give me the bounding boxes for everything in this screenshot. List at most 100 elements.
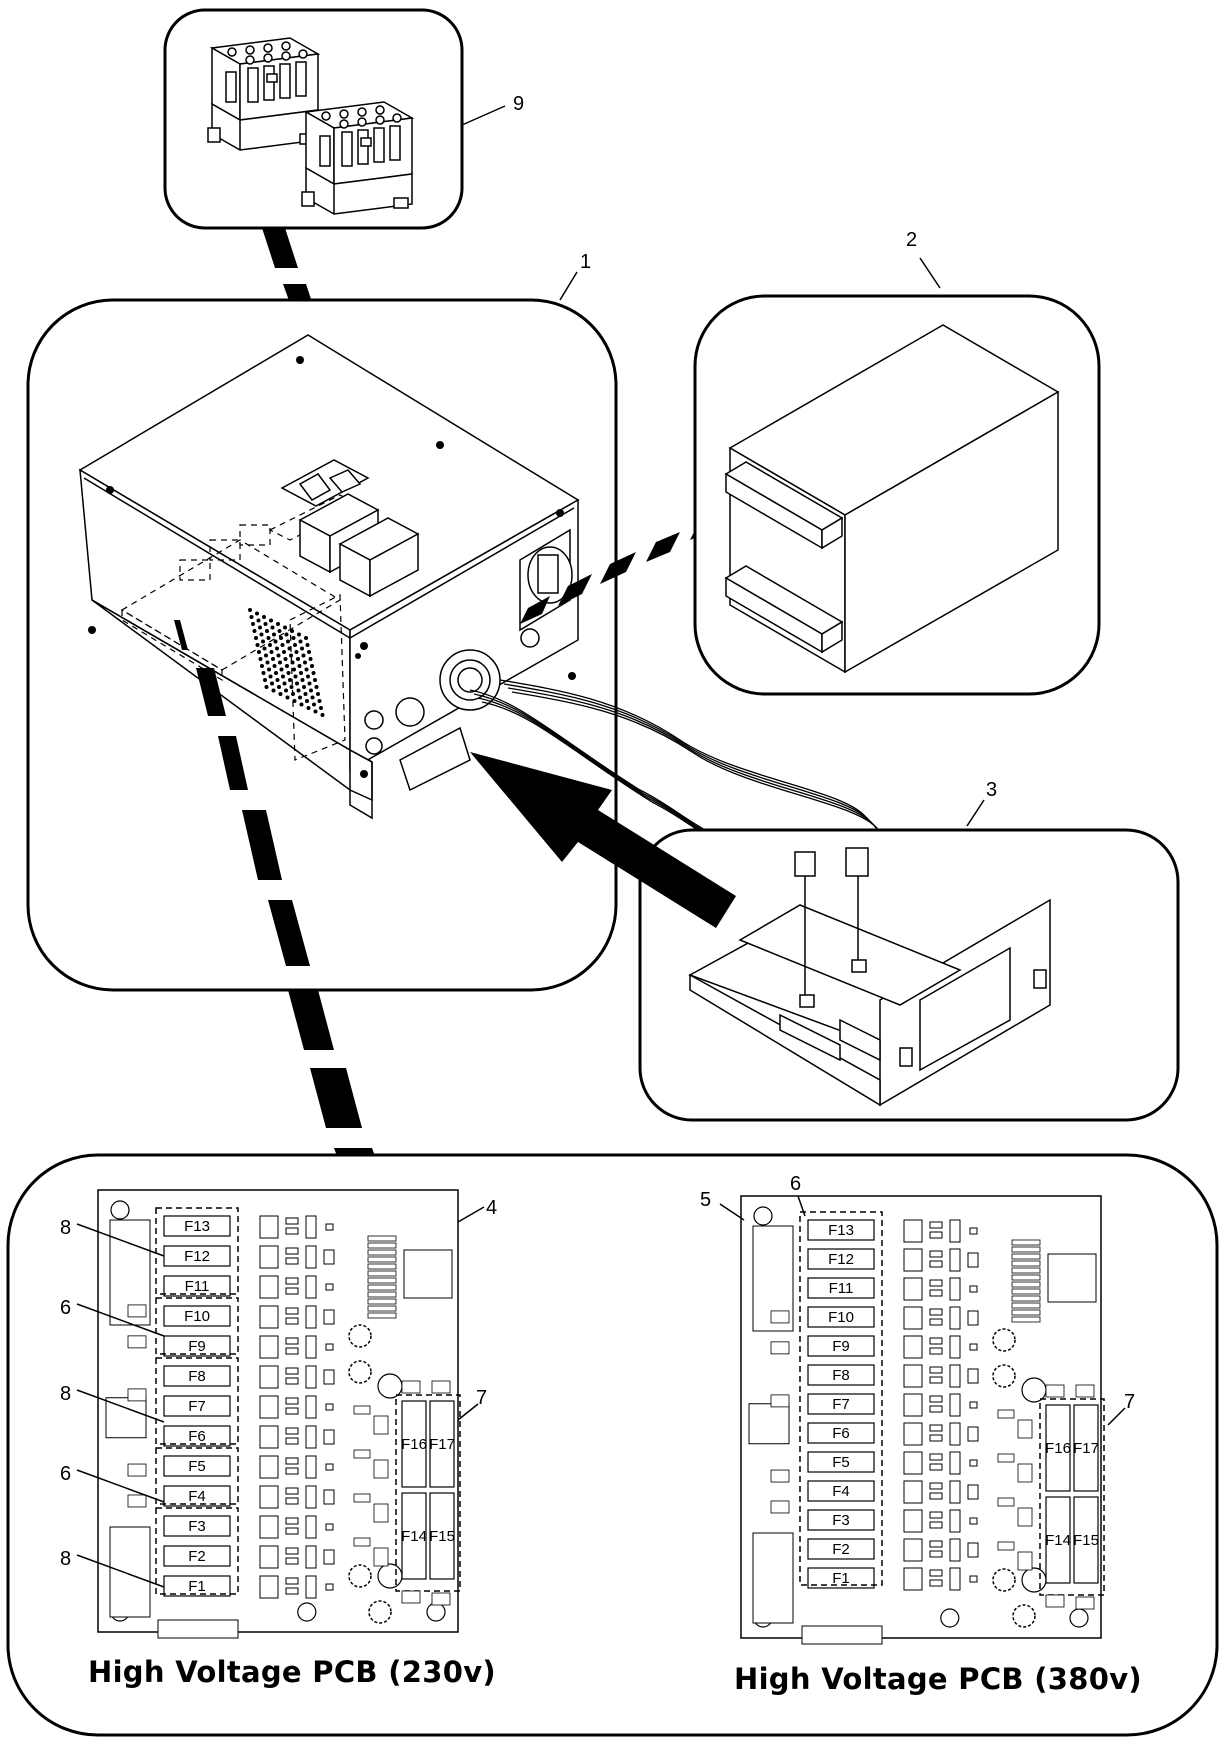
leader-7b [1107,1407,1126,1426]
fuse-label: F5 [832,1454,850,1471]
diode [305,1305,317,1329]
vent-hole [252,629,257,633]
header-pin [367,1235,397,1242]
fuse-group-outline [395,1394,461,1592]
vent-grid [248,608,325,717]
small-connector [431,1592,451,1606]
smd-part [969,1285,978,1293]
vent-hole [273,639,278,644]
vent-hole [313,709,318,714]
fuse-holder [429,1400,455,1488]
resistor [929,1289,943,1297]
fuse-label: F8 [832,1367,850,1384]
vent-hole [286,639,290,644]
resistor [929,1337,943,1345]
small-connector [127,1494,147,1508]
vent-hole [307,650,311,654]
relay [259,1395,279,1419]
relay [259,1455,279,1479]
vent-hole [302,685,306,689]
vent-hole [291,636,296,640]
fuse-holder [807,1364,875,1386]
resistor [285,1217,299,1225]
header-pin [367,1270,397,1277]
header-pin [1011,1239,1041,1246]
vent-hole [272,664,277,668]
relay [903,1538,923,1562]
resistor [285,1497,299,1505]
resistor [285,1527,299,1535]
diode [305,1275,317,1299]
fuse-label: F7 [832,1396,850,1413]
vent-hole [300,646,304,651]
diode [305,1365,317,1389]
diode [305,1335,317,1359]
small-connector [1045,1594,1065,1608]
smd-part [325,1343,334,1351]
transformer-drawing [724,324,1060,674]
fuse-holder [807,1335,875,1357]
vent-hole [298,695,302,700]
resistor [285,1277,299,1285]
header-pin [1011,1302,1041,1309]
relay [259,1485,279,1509]
bridge [997,1497,1015,1507]
fuse-label: F2 [832,1541,850,1558]
fuse-holder [163,1425,231,1447]
fuse-holder [807,1567,875,1589]
vent-hole [300,678,305,682]
diode [949,1567,961,1591]
vent-hole [255,611,259,616]
vent-hole [289,653,293,658]
fuse-group-outline [155,1207,239,1295]
regulator [373,1459,389,1479]
vent-hole [255,643,260,647]
bridge [997,1409,1015,1419]
smd-part [325,1403,334,1411]
vent-hole [287,646,292,651]
vent-hole [286,671,291,675]
small-connector [770,1341,790,1355]
fuse-label: F12 [184,1248,210,1265]
header-pin [367,1291,397,1298]
vent-hole [293,643,297,647]
fuse-label: F13 [828,1222,854,1239]
vent-hole [283,625,287,630]
regulator [1017,1507,1033,1527]
fuse-label: F2 [188,1548,206,1565]
relay [259,1245,279,1269]
fuse-holder [163,1455,231,1477]
vent-hole [257,650,261,654]
capacitor [348,1360,372,1384]
vent-hole [316,692,320,696]
vent-hole [293,674,298,679]
header-pin [1011,1295,1041,1302]
smd-part [967,1484,979,1500]
vent-hole [258,625,262,630]
vent-hole [248,608,252,612]
title-380v: High Voltage PCB (380v) [734,1662,1142,1696]
callout-6c: 6 [790,1173,801,1195]
diode [949,1480,961,1504]
callout-2: 2 [906,229,917,251]
leader-4 [457,1206,485,1223]
callout-8a: 8 [60,1217,71,1239]
leader-6b [76,1469,165,1503]
fuse-holder [1073,1496,1099,1584]
header-pin [367,1263,397,1270]
diode [949,1277,961,1301]
regulator [373,1503,389,1523]
header-pin [1011,1288,1041,1295]
resistor [285,1347,299,1355]
small-connector [770,1394,790,1408]
title-230v: High Voltage PCB (230v) [88,1655,496,1689]
vent-hole [256,618,261,623]
smd-part [969,1227,978,1235]
vent-hole [284,688,288,693]
small-connector [401,1590,421,1604]
resistor [285,1587,299,1595]
capacitor [992,1364,1016,1388]
fuse-label: F15 [1073,1532,1099,1549]
vent-hole [289,685,294,689]
